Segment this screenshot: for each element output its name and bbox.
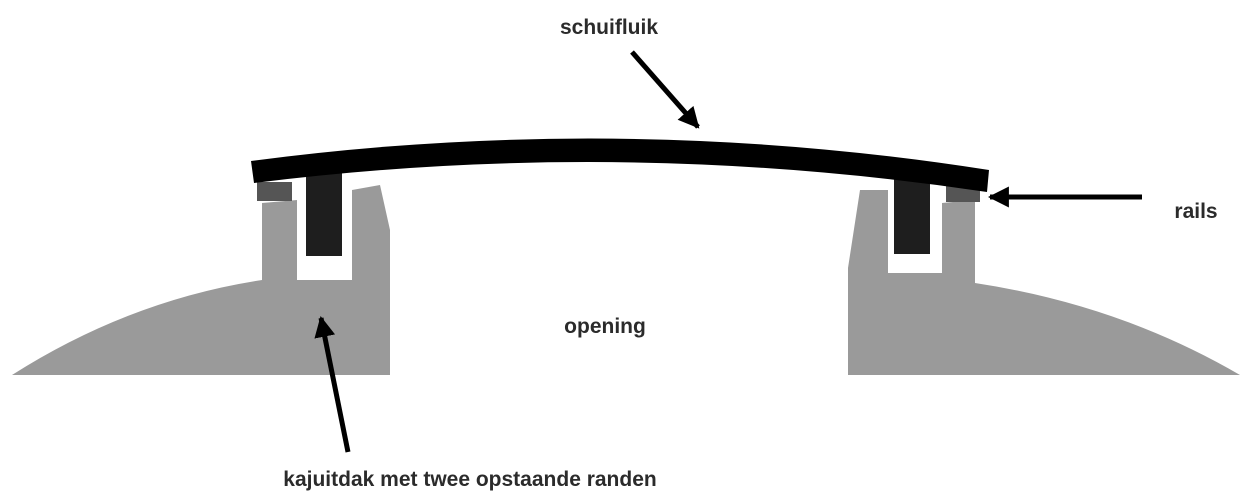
hatch-label: schuifluik: [560, 16, 658, 39]
cabin-roof-label: kajuitdak met twee opstaande randen: [283, 468, 656, 491]
runner-right: [894, 172, 930, 254]
rail-left: [257, 182, 292, 201]
hatch-arrow: [630, 50, 700, 129]
opening-label: opening: [564, 315, 646, 338]
cabin-roof-left: [12, 185, 390, 375]
rails-label: rails: [1174, 200, 1217, 223]
cabin-roof-right: [848, 190, 1240, 375]
sliding-hatch: [251, 138, 989, 192]
roof-arrow: [314, 315, 351, 453]
runner-left: [306, 172, 342, 256]
